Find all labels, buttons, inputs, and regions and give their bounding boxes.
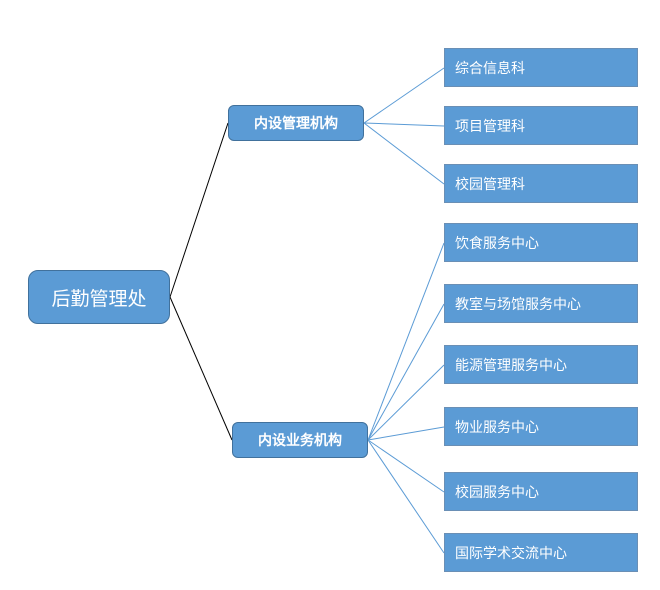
leaf-node-label: 教室与场馆服务中心 [455, 296, 581, 313]
connector-business-to-leaf [367, 364, 445, 441]
leaf-node-label: 物业服务中心 [455, 419, 539, 436]
branch-node-label: 内设管理机构 [254, 116, 338, 132]
connector-management-to-leaf [363, 122, 445, 185]
leaf-node-label: 校园管理科 [455, 176, 525, 193]
connector-business-to-leaf [367, 303, 445, 441]
connector-business-to-leaf [367, 439, 445, 493]
leaf-node-label: 校园服务中心 [455, 484, 539, 501]
leaf-node-label: 饮食服务中心 [455, 235, 539, 252]
branch-node-management: 内设管理机构 [228, 105, 364, 141]
leaf-node: 校园管理科 [444, 164, 638, 203]
leaf-node: 物业服务中心 [444, 407, 638, 446]
leaf-node: 能源管理服务中心 [444, 345, 638, 384]
leaf-node: 教室与场馆服务中心 [444, 284, 638, 323]
leaf-node: 校园服务中心 [444, 472, 638, 511]
connector-business-to-leaf [367, 426, 445, 441]
leaf-node: 项目管理科 [444, 106, 638, 145]
root-node-label: 后勤管理处 [51, 287, 147, 310]
leaf-node-label: 综合信息科 [455, 60, 525, 77]
leaf-node-label: 项目管理科 [455, 118, 525, 135]
leaf-node-label: 能源管理服务中心 [455, 357, 567, 374]
leaf-node-label: 国际学术交流中心 [455, 545, 567, 562]
leaf-node: 饮食服务中心 [444, 223, 638, 262]
connector-root-to-management [169, 122, 229, 298]
branch-node-business: 内设业务机构 [232, 422, 368, 458]
connector-management-to-leaf [363, 122, 445, 127]
leaf-node: 国际学术交流中心 [444, 533, 638, 572]
connector-root-to-business [169, 296, 233, 441]
branch-node-label: 内设业务机构 [258, 433, 342, 449]
connector-business-to-leaf [367, 439, 445, 554]
leaf-node: 综合信息科 [444, 48, 638, 87]
connector-business-to-leaf [367, 242, 445, 441]
root-node: 后勤管理处 [28, 270, 170, 324]
connector-management-to-leaf [363, 67, 445, 124]
